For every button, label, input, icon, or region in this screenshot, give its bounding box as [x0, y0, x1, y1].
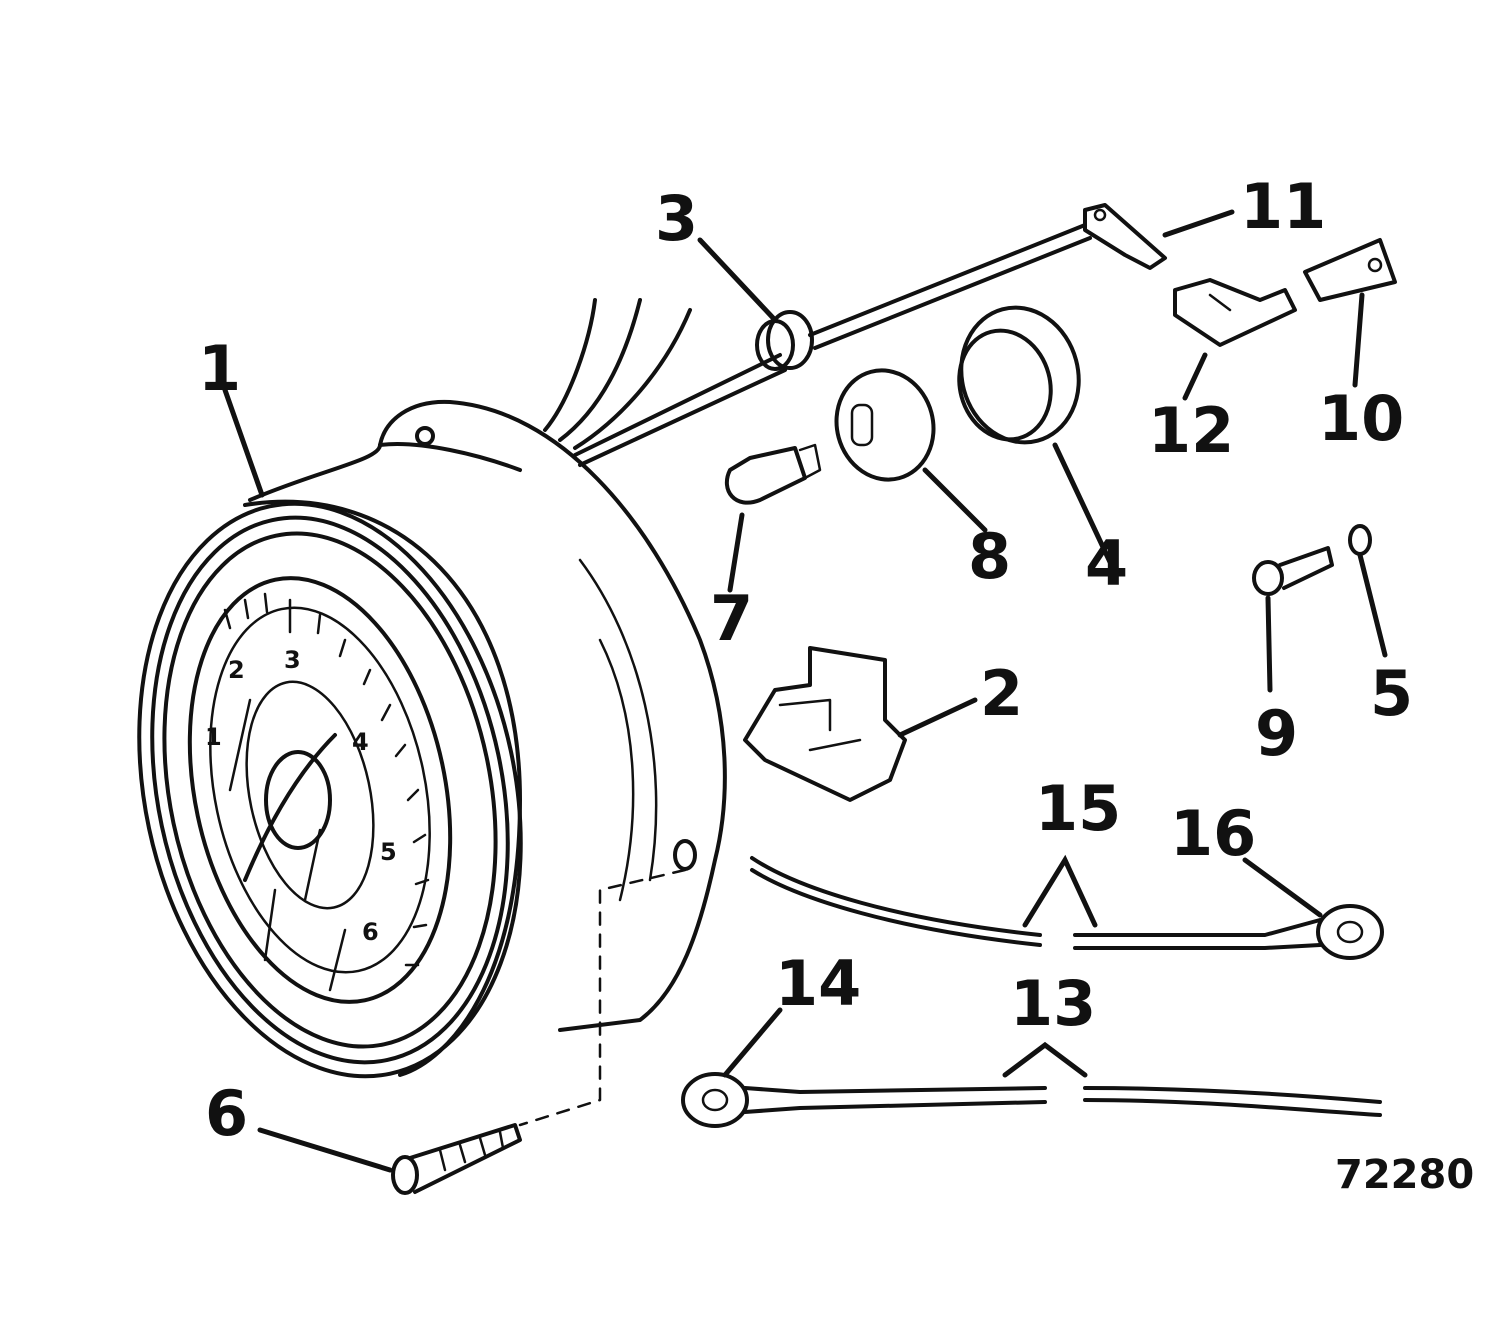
- lead-13-14: [681, 1072, 1382, 1128]
- callout-6: 6: [205, 1077, 248, 1150]
- lens-ring: [957, 305, 1081, 445]
- drawing-number: 72280: [1335, 1152, 1474, 1198]
- callout-7: 7: [710, 582, 753, 655]
- callout-11: 11: [1240, 170, 1326, 243]
- bulb-socket: [834, 368, 936, 482]
- callout-13: 13: [1010, 967, 1096, 1040]
- callout-10: 10: [1318, 382, 1404, 455]
- lock-washer: [1348, 524, 1372, 556]
- leader-lines: [222, 209, 1388, 1173]
- mounting-screw: [391, 1123, 522, 1195]
- dial-numeral-2: 2: [228, 656, 245, 684]
- callout-5: 5: [1370, 657, 1413, 730]
- lead-wire-terminal: [808, 203, 1167, 350]
- terminal-clip: [1303, 238, 1397, 302]
- bulb: [724, 443, 822, 505]
- callout-14: 14: [775, 947, 861, 1020]
- callout-1: 1: [198, 332, 241, 405]
- callout-12: 12: [1148, 394, 1234, 467]
- dial-numeral-5: 5: [380, 838, 397, 866]
- dial-numeral-6: 6: [362, 918, 379, 946]
- callout-3: 3: [655, 182, 698, 255]
- gauge-housing: 1 2 3 4 5 6: [137, 399, 727, 1127]
- callout-2: 2: [980, 657, 1023, 730]
- mounting-clamp: [743, 646, 907, 802]
- dial-numeral-1: 1: [205, 723, 222, 751]
- dial-numeral-3: 3: [284, 646, 301, 674]
- callout-4: 4: [1085, 527, 1128, 600]
- dial-numeral-4: 4: [352, 728, 369, 756]
- bracket: [1173, 278, 1297, 347]
- callout-15: 15: [1035, 772, 1121, 845]
- callout-16: 16: [1170, 797, 1256, 870]
- callout-9: 9: [1255, 697, 1298, 770]
- callout-labels: 1 2 3 4 5 6 7 8 9 10 11 12 13 14 15 16: [198, 170, 1413, 1150]
- harness-wires: [543, 298, 787, 467]
- callout-8: 8: [968, 520, 1011, 593]
- lead-15-16: [750, 856, 1384, 960]
- small-screw: [1252, 546, 1334, 596]
